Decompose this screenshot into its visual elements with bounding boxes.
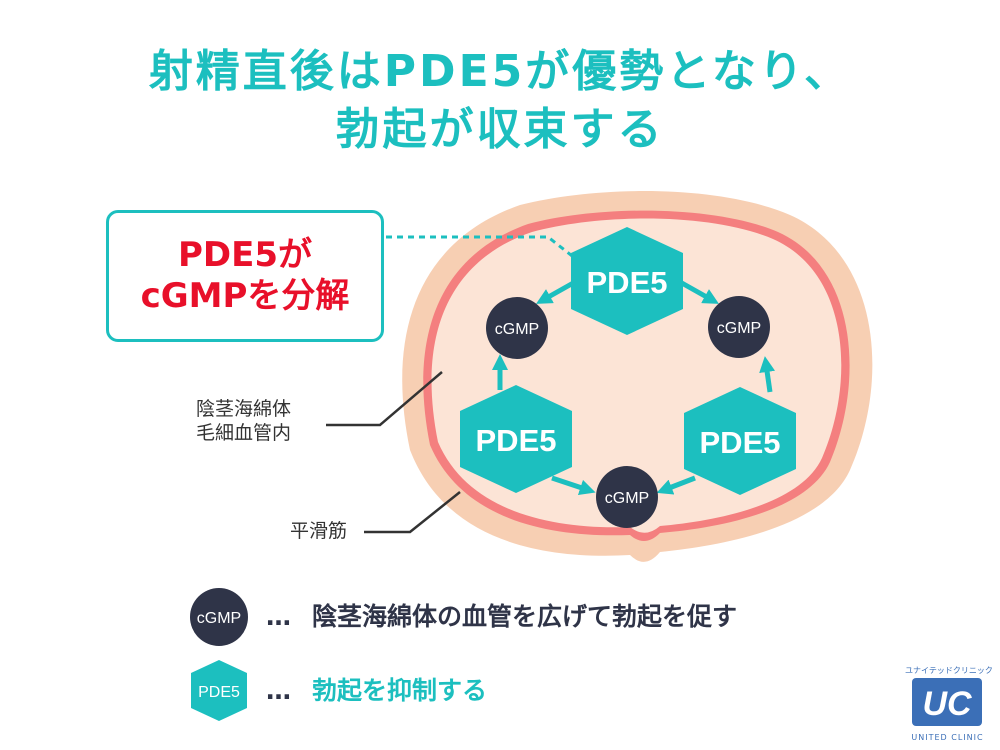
cgmp-circle-bottom: cGMP <box>596 466 658 528</box>
legend-cgmp-description: 陰茎海綿体の血管を広げて勃起を促す <box>312 602 738 631</box>
smooth-muscle-label: 平滑筋 <box>290 520 348 542</box>
pde5-label: PDE5 <box>476 423 557 458</box>
legend-pde5-description: 勃起を抑制する <box>312 676 488 705</box>
legend-pde5-ellipsis: … <box>266 676 291 705</box>
pde5-label: PDE5 <box>587 265 668 300</box>
united-clinic-logo: ユナイテッドクリニック UNITED CLINIC <box>905 665 993 745</box>
callout-line-1: PDE5が <box>177 235 313 276</box>
arrow-up-right <box>759 356 776 393</box>
legend-cgmp-badge-label: cGMP <box>197 610 241 627</box>
page-title-line-1: 射精直後はPDE5が優勢となり、 <box>148 46 852 97</box>
cgmp-circle-right: cGMP <box>708 296 770 358</box>
logo-top-text: ユナイテッドクリニック <box>905 666 993 675</box>
cgmp-label: cGMP <box>605 490 649 507</box>
pde5-hexagon-left: PDE5 <box>460 385 572 493</box>
united-clinic-logo-mark: UC <box>912 678 982 726</box>
logo-bottom-text: UNITED CLINIC <box>911 733 984 742</box>
pde5-hexagon-top: PDE5 <box>571 227 683 335</box>
arrow-right-to-bottom <box>656 475 696 495</box>
arrow-pde5-to-cgmp-left <box>536 279 577 304</box>
page-title-line-2: 勃起が収束する <box>335 104 665 155</box>
cgmp-label: cGMP <box>495 321 539 338</box>
arrow-pde5-to-cgmp-right <box>678 279 719 304</box>
smooth-muscle-pointer-line <box>364 491 461 534</box>
pde5-hexagon-right: PDE5 <box>684 387 796 495</box>
logo-mark-text: UC <box>922 685 972 723</box>
capillary-label-line-2: 毛細血管内 <box>196 421 292 444</box>
pde5-label: PDE5 <box>700 425 781 460</box>
legend-cgmp-badge: cGMP <box>190 588 248 646</box>
capillary-pointer-line <box>326 371 443 427</box>
legend-pde5-badge-label: PDE5 <box>198 684 240 701</box>
cgmp-label: cGMP <box>717 320 761 337</box>
capillary-label-line-1: 陰茎海綿体 <box>196 398 292 420</box>
callout-box: PDE5が cGMPを分解 <box>106 210 384 342</box>
cgmp-circle-left: cGMP <box>486 297 548 359</box>
capillary-label: 陰茎海綿体 毛細血管内 <box>196 398 291 446</box>
legend-pde5-badge: PDE5 <box>191 660 247 721</box>
arrow-left-to-bottom <box>551 475 596 496</box>
legend-cgmp-ellipsis: … <box>266 602 291 631</box>
callout-line-2: cGMPを分解 <box>140 276 350 316</box>
